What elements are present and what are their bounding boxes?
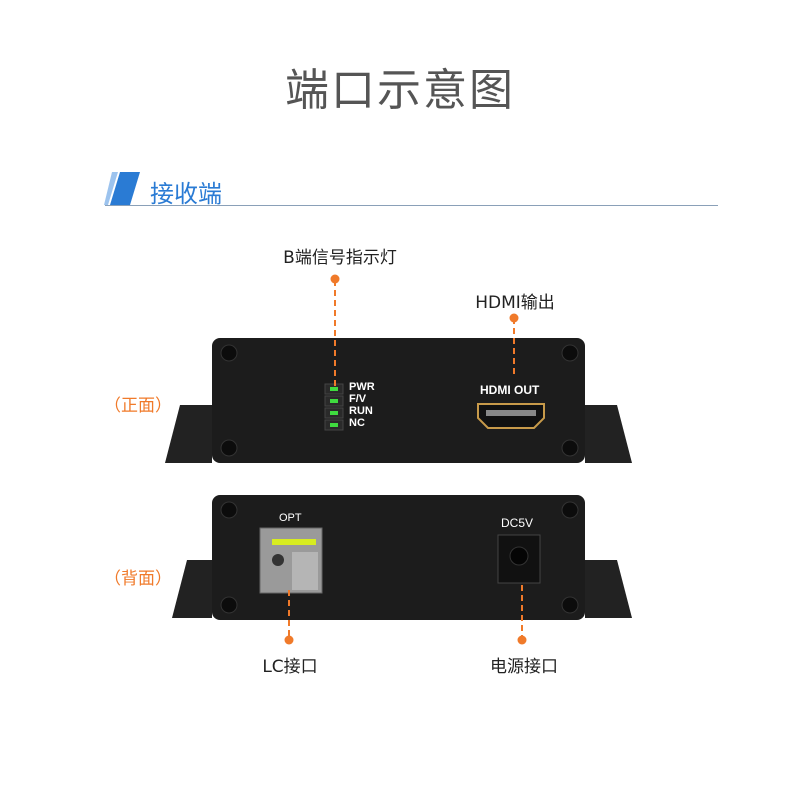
hdmi-out-label: HDMI OUT <box>480 383 540 397</box>
callout-lc: LC接口 <box>262 657 318 677</box>
back-view-label: （背面） <box>104 569 172 589</box>
front-device <box>165 338 632 463</box>
dc-label: DC5V <box>501 516 534 530</box>
section-divider <box>105 205 718 206</box>
front-view-label: （正面） <box>104 396 172 416</box>
page-title: 端口示意图 <box>285 65 515 116</box>
back-device <box>172 495 632 620</box>
led-label: RUN <box>349 405 373 417</box>
led-labels: PWR F/V RUN NC <box>349 381 375 429</box>
section-icon <box>110 172 140 205</box>
callout-hdmi: HDMI输出 <box>475 293 555 313</box>
led-label: NC <box>349 417 365 429</box>
led-label: F/V <box>349 393 367 405</box>
callout-power: 电源接口 <box>490 657 558 677</box>
section-title: 接收端 <box>150 180 222 208</box>
led-label: PWR <box>349 381 375 393</box>
callout-dots <box>284 274 527 645</box>
callout-indicator: B端信号指示灯 <box>283 248 397 268</box>
callout-lines <box>288 280 523 640</box>
opt-label: OPT <box>279 512 302 524</box>
